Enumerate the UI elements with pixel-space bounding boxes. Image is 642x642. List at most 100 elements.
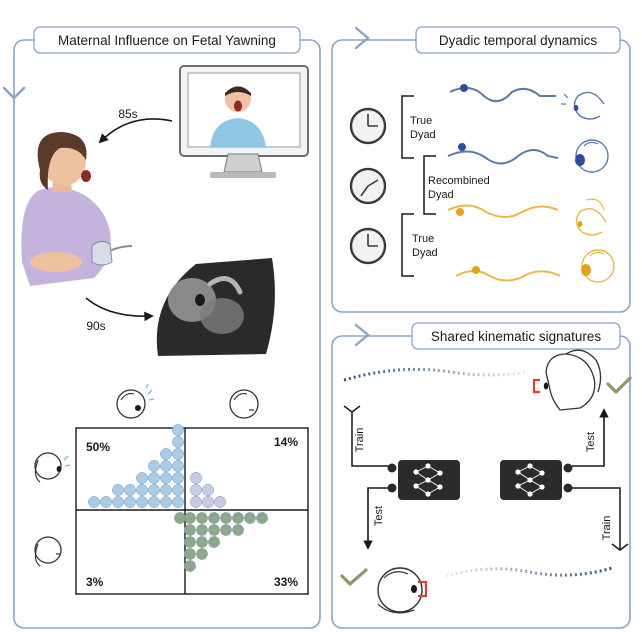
distribution-dot [244, 512, 256, 524]
distribution-dot [208, 524, 220, 536]
distribution-dot [256, 512, 268, 524]
distribution-dot [172, 436, 184, 448]
quadrant-dots [88, 424, 268, 572]
distribution-dot [190, 484, 202, 496]
fetus-face-icon [581, 249, 615, 283]
check-icon [606, 376, 632, 394]
distribution-dot [196, 512, 208, 524]
delay-label-85s: 85s [118, 107, 137, 121]
fetus-yawn-icon [116, 383, 155, 419]
distribution-dot [220, 512, 232, 524]
distribution-dot [172, 472, 184, 484]
panel-title-kinematic: Shared kinematic signatures [431, 329, 602, 344]
distribution-dot [160, 472, 172, 484]
neural-network-icon [387, 460, 460, 500]
mother-yawn-icon [34, 452, 71, 483]
distribution-dot [196, 536, 208, 548]
distribution-dot [232, 524, 244, 536]
distribution-dot [184, 512, 196, 524]
distribution-dot [112, 496, 124, 508]
distribution-dot [136, 472, 148, 484]
distribution-dot [112, 484, 124, 496]
distribution-dot [196, 548, 208, 560]
panel-maternal-influence: Maternal Influence on Fetal Yawning 85s [2, 26, 321, 629]
arrow-mother-to-fetus [85, 297, 154, 322]
quadrant-label-bottom-right: 33% [274, 575, 298, 589]
mother-illustration [21, 132, 133, 286]
distribution-dot [124, 484, 136, 496]
quadrant-label-top-right: 14% [274, 435, 298, 449]
distribution-dot [172, 448, 184, 460]
dyad-label-recombined: Recombined Dyad [428, 175, 493, 201]
distribution-dot [190, 472, 202, 484]
distribution-dot [184, 524, 196, 536]
train-connector-right [572, 487, 629, 551]
distribution-dot [148, 484, 160, 496]
distribution-dot [208, 512, 220, 524]
distribution-dot [202, 496, 214, 508]
distribution-dot [220, 524, 232, 536]
train-label-left: Train [354, 428, 366, 453]
distribution-dot [190, 496, 202, 508]
distribution-dot [160, 448, 172, 460]
distribution-dot [100, 496, 112, 508]
bracket [401, 213, 414, 277]
train-connector-left [343, 405, 390, 467]
test-arrow-left [363, 487, 390, 550]
distribution-dot [148, 496, 160, 508]
bracket [423, 155, 436, 215]
distribution-dot [184, 536, 196, 548]
ultrasound-image [156, 258, 275, 356]
distribution-dot [88, 496, 100, 508]
mother-neutral-icon [34, 536, 62, 567]
dyad-label-true-2: True Dyad [412, 233, 438, 259]
trajectory-mother [343, 367, 529, 382]
monitor-illustration [179, 65, 309, 178]
distribution-dot [184, 560, 196, 572]
signal-marker [460, 84, 468, 92]
panel-title-maternal: Maternal Influence on Fetal Yawning [58, 33, 276, 48]
fetus-profile-icon [377, 567, 428, 614]
distribution-dot [172, 424, 184, 436]
clock-icon [349, 107, 387, 145]
mother-face-icon [575, 198, 607, 236]
mother-profile-icon [532, 349, 602, 411]
distribution-dot [172, 460, 184, 472]
distribution-dot [172, 496, 184, 508]
signal-marker [458, 143, 466, 151]
chevron-right-icon [354, 323, 370, 347]
distribution-dot [208, 536, 220, 548]
distribution-dot [136, 484, 148, 496]
quadrant-label-top-left: 50% [86, 440, 110, 454]
signal-wave-mother [447, 204, 559, 218]
distribution-dot [148, 460, 160, 472]
distribution-dot [160, 496, 172, 508]
train-label-right: Train [601, 516, 613, 541]
distribution-dot [202, 484, 214, 496]
bracket [401, 95, 414, 159]
distribution-dot [232, 512, 244, 524]
distribution-dot [174, 512, 186, 524]
delay-label-90s: 90s [86, 319, 105, 333]
trajectory-fetus [445, 566, 613, 578]
signal-wave-mother [449, 86, 556, 103]
panel-title-dyadic: Dyadic temporal dynamics [439, 33, 598, 48]
dyad-label-true-1: True Dyad [410, 115, 436, 141]
quadrant-label-bottom-left: 3% [86, 575, 104, 589]
arrow-screen-to-mother [98, 118, 173, 144]
distribution-dot [124, 496, 136, 508]
clock-icon [349, 167, 387, 205]
distribution-dot [214, 496, 226, 508]
distribution-dot [160, 460, 172, 472]
mother-face-icon [561, 91, 605, 120]
fetus-neutral-icon [229, 389, 259, 419]
distribution-dot [196, 524, 208, 536]
distribution-dot [148, 472, 160, 484]
distribution-dot [172, 484, 184, 496]
signal-marker [456, 208, 464, 216]
chevron-right-icon [354, 26, 370, 50]
distribution-dot [160, 484, 172, 496]
panel-shared-kinematic: Shared kinematic signatures Train Test [331, 322, 632, 629]
test-arrow-right [572, 408, 609, 467]
